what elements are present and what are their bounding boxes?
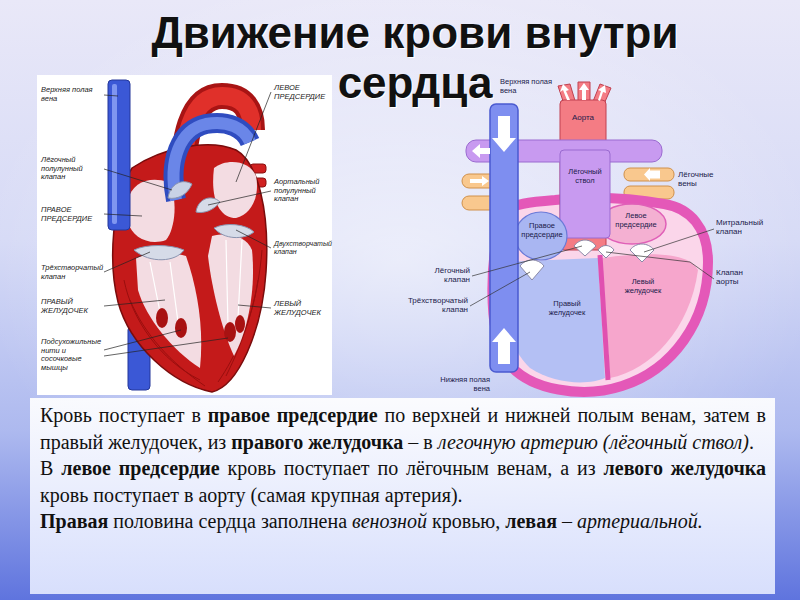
part-label: ЛЕВОЕ ПРЕДСЕРДИЕ <box>274 84 332 101</box>
schematic-heart <box>624 168 674 181</box>
part-label: Аортальный полулунный клапан <box>274 178 332 204</box>
leader-line <box>470 272 530 306</box>
schematic-heart <box>560 150 610 238</box>
leader-line <box>470 229 714 306</box>
paragraph: В левое предсердие кровь поступает по лё… <box>40 455 766 508</box>
part-label: Аорта <box>562 113 604 122</box>
leader-line <box>238 305 271 308</box>
schematic-heart <box>470 176 489 186</box>
part-label: Левое предсердие <box>611 212 661 229</box>
body-text: кровью, <box>432 510 500 532</box>
anatomical-heart <box>108 80 130 230</box>
leader-line <box>104 214 142 216</box>
part-label: Правое предсердие <box>520 222 564 239</box>
anatomical-heart <box>175 318 187 338</box>
part-label: Клапан аорты <box>716 268 766 286</box>
schematic-heart <box>472 144 490 158</box>
leader-line <box>104 300 165 306</box>
schematic-heart <box>630 244 654 262</box>
part-label: Нижняя полая вена <box>440 376 490 393</box>
schematic-heart <box>574 240 596 256</box>
anatomical-heart <box>224 322 236 342</box>
part-label: Лёгочный ствол <box>562 168 608 185</box>
anatomical-heart <box>113 145 267 392</box>
bold-text: левая <box>505 510 557 532</box>
leader-line <box>644 229 714 252</box>
schematic-heart <box>560 84 570 100</box>
body-text: кровь поступает по лёгочным венам, а из <box>228 457 596 479</box>
schematic-heart <box>579 83 589 100</box>
bold-text: левого желудочка <box>604 457 766 479</box>
italic-text: венозной <box>352 510 427 532</box>
leader-line <box>606 252 714 279</box>
schematic-heart <box>598 85 606 101</box>
text-block: Кровь поступает в правое предсердие по в… <box>40 402 766 535</box>
anatomical-heart <box>37 75 332 395</box>
schematic-heart <box>600 255 608 380</box>
leader-line <box>208 191 271 205</box>
schematic-heart <box>602 254 698 378</box>
part-label: Двухстворчатый клапан <box>274 240 332 256</box>
bold-text: левое предсердие <box>61 457 219 479</box>
anatomical-heart <box>136 253 201 368</box>
anatomical-heart <box>156 308 168 328</box>
body-text: половина сердца заполнена <box>113 510 347 532</box>
bold-text: правое предсердие <box>208 404 378 426</box>
part-label: ПРАВЫЙ ЖЕЛУДОЧЕК <box>41 298 103 315</box>
leader-line <box>104 95 118 96</box>
body-text: – в <box>408 431 432 453</box>
anatomical-heart <box>235 315 245 333</box>
anatomical-heart <box>37 75 332 395</box>
part-label: Правый желудочек <box>540 300 594 317</box>
text-band <box>30 398 775 594</box>
body-text: . <box>749 431 754 453</box>
anatomical-heart <box>112 84 117 224</box>
schematic-heart <box>644 168 660 181</box>
anatomical-heart <box>213 162 257 218</box>
anatomical-heart <box>214 225 254 238</box>
body-text: – <box>562 510 572 532</box>
leader-line <box>472 246 582 276</box>
schematic-heart <box>492 116 516 152</box>
bold-text: Правая <box>40 510 108 532</box>
paragraph: Кровь поступает в правое предсердие по в… <box>40 402 766 455</box>
schematic-heart <box>490 104 518 372</box>
italic-text: артериальной. <box>577 510 703 532</box>
leader-line <box>104 252 150 272</box>
schematic-heart <box>598 246 614 259</box>
part-label: Левый желудочек <box>616 278 670 295</box>
part-label: Трёхстворчатый клапан <box>41 264 103 281</box>
part-label: Верхняя полая вена <box>41 86 103 103</box>
part-label: Лёгочные вены <box>678 170 730 188</box>
leader-line <box>236 92 271 182</box>
schematic-heart <box>462 82 708 392</box>
leader-line <box>104 338 228 356</box>
body-text: В <box>40 457 53 479</box>
anatomical-heart <box>134 246 184 260</box>
leader-line <box>104 92 271 356</box>
body-text: кровь поступает в аорту (самая крупная а… <box>40 484 463 506</box>
part-label: Митральный клапан <box>716 218 774 236</box>
leader-line <box>104 169 172 190</box>
part-label: ЛЕВЫЙ ЖЕЛУДОЧЕК <box>274 300 332 317</box>
anatomical-heart <box>208 235 253 356</box>
part-label: ПРАВОЕ ПРЕДСЕРДИЕ <box>41 206 103 223</box>
schematic-heart <box>492 328 516 364</box>
part-label: Верхняя полая вена <box>500 78 558 95</box>
schematic-heart <box>515 212 567 260</box>
part-label: Лёгочный клапан <box>420 266 470 284</box>
anatomical-heart <box>196 198 220 213</box>
italic-text: легочную артерию (лёгочный ствол) <box>438 431 749 453</box>
bold-text: правого желудочка <box>231 431 403 453</box>
part-label: Трёхстворчатый клапан <box>400 296 468 314</box>
leader-line <box>104 330 181 350</box>
part-label: Подсухожильные нити и сосочковые мышцы <box>41 338 103 373</box>
body-text: Кровь поступает в <box>40 404 201 426</box>
slide-title: Движение крови внутри сердца <box>75 8 755 108</box>
leader-line <box>236 230 271 248</box>
paragraph: Правая половина сердца заполнена венозно… <box>40 508 766 535</box>
part-label: Лёгочный полулунный клапан <box>41 156 103 182</box>
schematic-heart <box>520 260 544 280</box>
